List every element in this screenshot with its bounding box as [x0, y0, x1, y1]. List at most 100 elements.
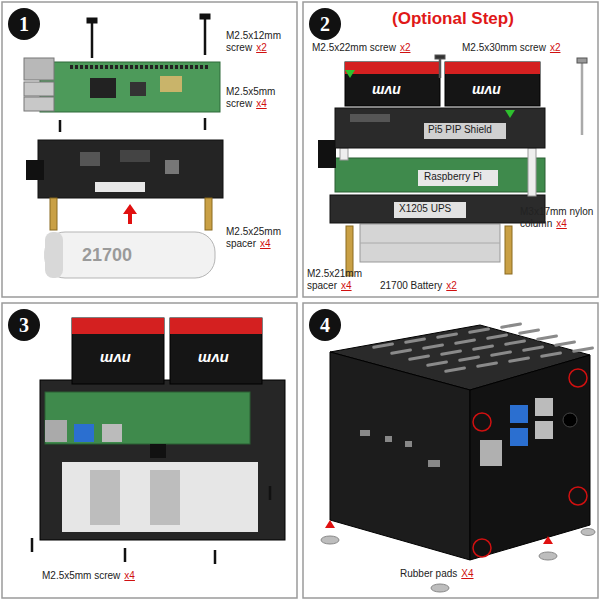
- open-case: [150, 470, 180, 525]
- drive-logo: nvm: [198, 350, 229, 368]
- screw: [60, 14, 210, 132]
- label-group: Pi5 PIP Shield: [428, 124, 508, 136]
- part-label: M2.5x5mm screw: [226, 86, 275, 109]
- nvme-drive: [72, 318, 262, 384]
- label-group: M2.5x5mm screwx4: [226, 86, 296, 110]
- label-group: (Optional Step): [392, 9, 592, 29]
- closed-case: [470, 355, 590, 560]
- quantity: X4: [461, 568, 473, 579]
- vent-slots: [486, 333, 508, 340]
- pip-shield: [424, 123, 506, 139]
- raspberry-pi-board: [160, 76, 182, 92]
- ups-board: [80, 152, 100, 166]
- open-case: [74, 424, 94, 442]
- nvme-drive: [345, 62, 440, 74]
- ups-board: [38, 140, 223, 198]
- label-group: M2.5x22mm screw x2: [312, 42, 432, 54]
- part-label: Pi5 PIP Shield: [428, 124, 492, 135]
- screw: [505, 110, 515, 118]
- closed-case: [535, 421, 553, 439]
- label-group: M2.5x12mm screwx2: [226, 30, 296, 54]
- part-label: M2.5x25mm spacer: [226, 226, 281, 249]
- vent-slots: [540, 351, 562, 358]
- quantity: x2: [400, 42, 411, 53]
- ups-board: [165, 160, 179, 174]
- open-case: [40, 380, 285, 540]
- label-group: M2.5x30mm screwx2: [462, 42, 574, 54]
- corner-mark: [569, 487, 587, 505]
- drive-logo: nvm: [472, 82, 501, 99]
- battery: [45, 232, 215, 278]
- brass-spacer: [50, 198, 212, 230]
- screw: [87, 18, 97, 23]
- raspberry-pi-board: [24, 58, 54, 80]
- open-case: [45, 392, 250, 444]
- nvme-drive: [170, 318, 262, 384]
- part-label: 21700 Battery: [380, 280, 442, 291]
- battery: [45, 232, 63, 278]
- raspberry-pi-board: [70, 65, 210, 69]
- corner-mark: [473, 369, 587, 557]
- label-group: 21700: [82, 245, 202, 267]
- battery: [360, 243, 500, 244]
- vent-slots: [554, 340, 576, 347]
- vent-slots: [372, 322, 594, 373]
- part-label: Rubber pads: [400, 568, 457, 579]
- rubber-pad: [581, 529, 595, 536]
- nylon-column: [340, 148, 536, 196]
- quantity: x4: [556, 218, 567, 229]
- part-label: M2.5x22mm screw: [312, 42, 396, 53]
- screw: [204, 18, 207, 55]
- screw: [124, 548, 127, 562]
- ups-board: [394, 202, 466, 218]
- part-label: Raspberry Pi: [424, 171, 482, 182]
- screw: [439, 58, 442, 78]
- pip-shield: [335, 108, 545, 148]
- vent-slots: [436, 332, 458, 339]
- vent-slots: [522, 345, 544, 352]
- closed-case: [563, 413, 577, 427]
- step-number: 4: [309, 309, 341, 341]
- nvme-drive: [345, 62, 440, 106]
- nylon-column: [340, 148, 348, 160]
- step-number-text: 3: [19, 314, 29, 337]
- rubber-pad: [543, 536, 553, 544]
- arrow: [123, 204, 137, 224]
- closed-case: [428, 460, 440, 467]
- brass-spacer: [505, 226, 512, 274]
- label-group: M2.5x21mm spacerx4: [307, 268, 369, 292]
- vent-slots: [504, 339, 526, 346]
- rubber-pad: [321, 536, 339, 544]
- rubber-pad: [321, 520, 595, 592]
- label-group: M3x17mm nylon columnx4: [520, 206, 594, 230]
- ups-board: [120, 150, 150, 162]
- label-group: Raspberry Pi: [424, 171, 500, 183]
- label-group: M2.5x25mm spacerx4: [226, 226, 296, 250]
- vent-slots: [440, 349, 462, 356]
- part-label: 21700: [82, 245, 132, 265]
- screw: [204, 118, 207, 130]
- brass-spacer: [50, 198, 57, 230]
- ups-board: [26, 160, 44, 180]
- label-group: nvm: [372, 82, 422, 99]
- screw: [32, 486, 270, 564]
- vent-slots: [536, 334, 558, 341]
- nylon-column: [528, 148, 536, 196]
- quantity: x2: [550, 42, 561, 53]
- ups-board: [26, 140, 223, 198]
- label-group: nvm: [100, 350, 150, 368]
- vent-slots: [476, 361, 498, 368]
- corner-mark: [473, 413, 491, 431]
- ups-board: [330, 195, 545, 223]
- part-label: M2.5x21mm spacer: [307, 268, 362, 291]
- battery: [360, 224, 500, 262]
- battery: [45, 232, 215, 278]
- vent-slots: [572, 346, 594, 353]
- open-case: [45, 420, 67, 442]
- battery: [360, 224, 500, 262]
- screw: [200, 14, 210, 19]
- nvme-drive: [445, 62, 540, 106]
